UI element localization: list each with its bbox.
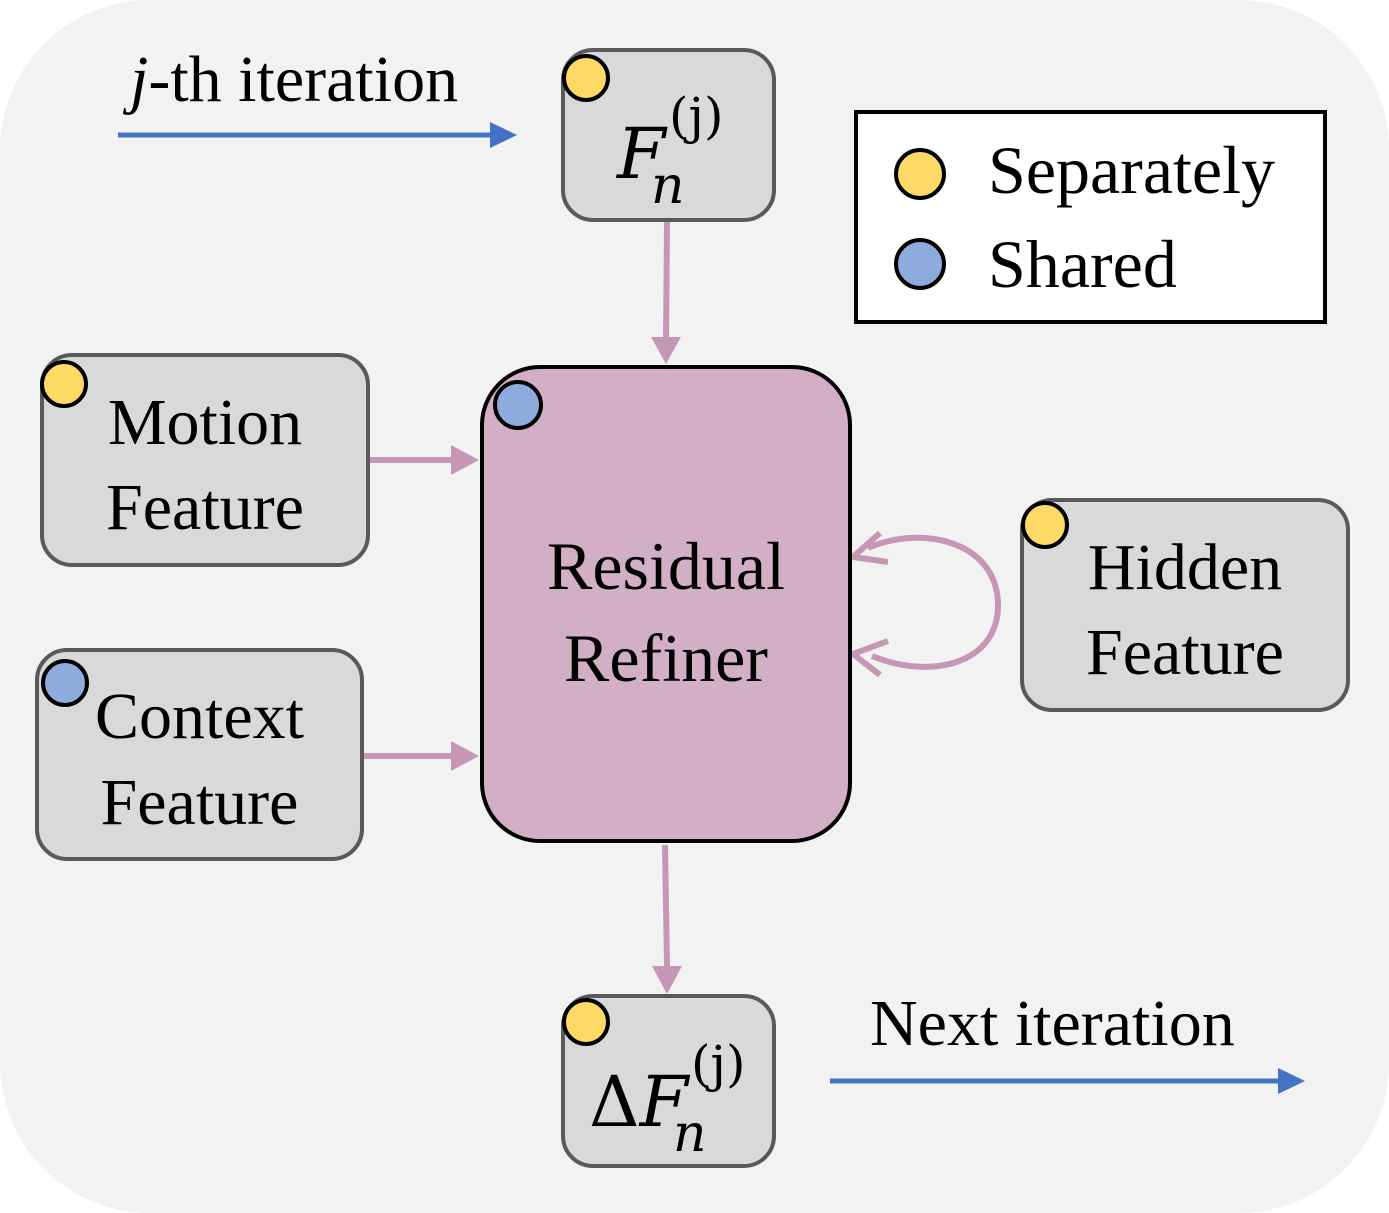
arrow-context-to-refiner — [364, 741, 479, 771]
motion-feature-line2: Feature — [106, 471, 304, 544]
next-iteration-label: Next iteration — [870, 987, 1235, 1060]
arrow-refiner-to-output — [652, 844, 682, 994]
hidden-feature-line1: Hidden — [1087, 531, 1283, 604]
refiner-line1: Residual — [547, 528, 785, 604]
motion-separately-dot — [40, 360, 88, 408]
output-symbol: ΔF — [589, 1062, 688, 1142]
iteration-variable: j — [130, 43, 149, 116]
refiner-line2: Refiner — [564, 620, 768, 696]
legend-separately-dot — [894, 148, 946, 200]
iteration-text: -th iteration — [148, 43, 459, 116]
iteration-arrow-in — [118, 122, 517, 148]
flow-symbol: F — [617, 114, 666, 194]
flow-residual-output-box: ΔF n (j) — [561, 994, 776, 1168]
legend: Separately Shared — [854, 110, 1327, 324]
refiner-shared-dot — [493, 380, 543, 430]
flow-letter: F — [617, 113, 666, 195]
output-superscript: (j) — [691, 1035, 746, 1093]
delta-sign: Δ — [589, 1061, 640, 1143]
context-feature-box: Context Feature — [35, 648, 364, 861]
current-iteration-label: j-th iteration — [130, 40, 458, 120]
context-shared-dot — [41, 659, 89, 707]
output-separately-dot — [562, 998, 610, 1046]
hidden-feature-line2: Feature — [1086, 616, 1284, 689]
motion-feature-box: Motion Feature — [40, 353, 370, 567]
separately-indicator-dot — [562, 54, 610, 102]
output-subscript: n — [673, 1104, 707, 1164]
legend-shared-dot — [894, 238, 946, 290]
hidden-separately-dot — [1021, 501, 1069, 549]
context-feature-line2: Feature — [100, 766, 299, 839]
legend-separately-label: Separately — [988, 132, 1275, 208]
hidden-feature-box: Hidden Feature — [1020, 498, 1350, 712]
iteration-arrow-out — [830, 1068, 1305, 1094]
residual-refiner-block: Residual Refiner — [480, 365, 852, 843]
motion-feature-line1: Motion — [107, 386, 303, 459]
legend-shared-label: Shared — [988, 226, 1177, 302]
context-feature-line1: Context — [95, 680, 304, 753]
recurrent-loop-arrow — [846, 530, 1002, 678]
output-letter: F — [639, 1061, 689, 1143]
flow-subscript: n — [651, 156, 685, 216]
arrow-motion-to-refiner — [370, 445, 479, 475]
flow-superscript: (j) — [669, 87, 724, 145]
arrow-flow-to-refiner — [651, 221, 681, 364]
